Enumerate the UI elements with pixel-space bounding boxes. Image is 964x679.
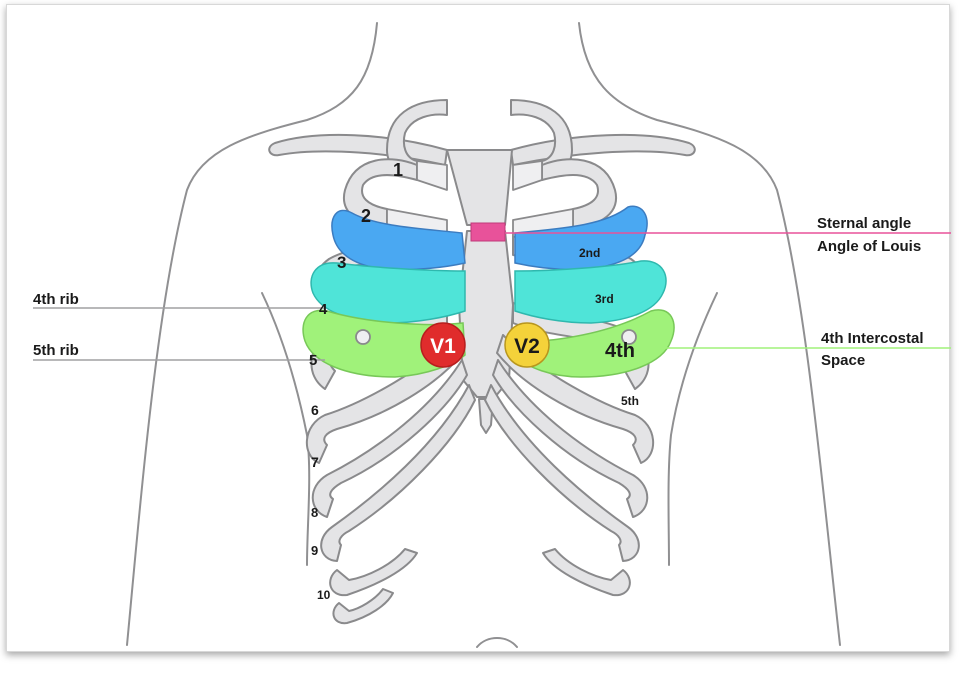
rib-number-3: 3 — [337, 253, 346, 272]
intercostal-label-3rd: 3rd — [595, 292, 614, 306]
v1-electrode-label: V1 — [430, 335, 456, 358]
rib-number-7: 7 — [311, 454, 319, 470]
rib-number-5: 5 — [309, 352, 317, 369]
fourth-rib-label: 4th rib — [33, 291, 79, 308]
rib-number-1: 1 — [393, 160, 403, 180]
rib-joint-marker — [356, 330, 370, 344]
rib-3-right-highlight — [515, 261, 666, 323]
fifth-rib-label: 5th rib — [33, 342, 79, 359]
rib-number-6: 6 — [311, 402, 319, 418]
intercostal-label-5th: 5th — [621, 394, 639, 408]
rib-number-8: 8 — [311, 505, 318, 520]
sternal-angle-label: Sternal angle — [817, 215, 911, 232]
intercostal-label-4th: 4th — [605, 340, 635, 362]
intercostal-space-label-line2: Space — [821, 352, 865, 369]
chest-anatomy-figure: 1 2 3 4 5 6 7 8 9 10 2nd 3rd 4th 5th V1 … — [6, 4, 950, 652]
rib-number-2: 2 — [361, 206, 371, 226]
rib-number-9: 9 — [311, 543, 318, 558]
v1-electrode: V1 — [421, 323, 465, 367]
intercostal-space-label-line1: 4th Intercostal — [821, 330, 924, 347]
v2-electrode-label: V2 — [514, 335, 540, 358]
angle-of-louis-label: Angle of Louis — [817, 238, 921, 255]
rib-number-4: 4 — [319, 301, 328, 318]
v2-electrode: V2 — [505, 323, 549, 367]
chest-diagram: 1 2 3 4 5 6 7 8 9 10 2nd 3rd 4th 5th V1 … — [7, 5, 951, 653]
intercostal-label-2nd: 2nd — [579, 246, 600, 260]
rib-number-10: 10 — [317, 588, 331, 602]
sternal-angle-marker — [471, 223, 505, 241]
